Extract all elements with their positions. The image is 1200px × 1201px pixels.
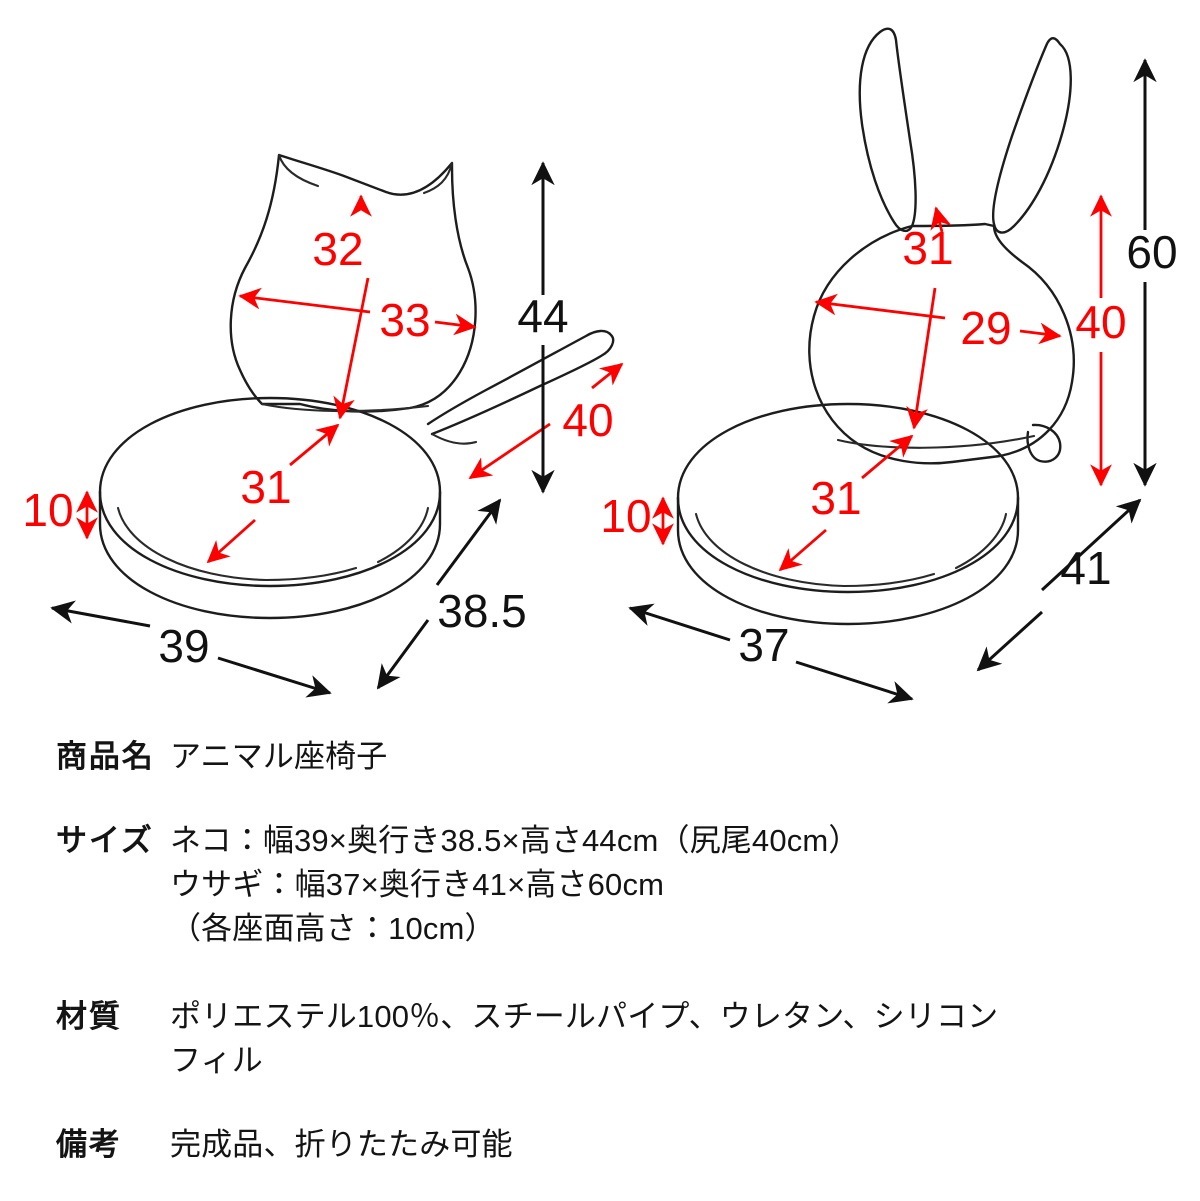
- spec-text-line: ネコ：幅39×奥行き38.5×高さ44cm（尻尾40cm）: [170, 823, 860, 859]
- rabbit-backrest-height-label: 31: [902, 222, 953, 274]
- rabbit-seat-thickness-label: 10: [600, 490, 651, 542]
- rabbit-backrest-width-arrow-left: [814, 293, 946, 320]
- rabbit-backrest-height-arrow-bottom: [906, 287, 937, 430]
- product-dimension-diagram: 32 33 31 10 40 44 39: [22, 27, 1178, 704]
- rabbit-width-label: 37: [738, 619, 789, 671]
- cat-tail-length-label: 40: [562, 394, 613, 446]
- spec-value-size: ネコ：幅39×奥行き38.5×高さ44cm（尻尾40cm） ウサギ：幅37×奥行…: [170, 819, 1200, 951]
- rabbit-depth-arrow-down: [976, 610, 1044, 672]
- product-spec-table: 商品名 アニマル座椅子 サイズ ネコ：幅39×奥行き38.5×高さ44cm（尻尾…: [0, 735, 1200, 1201]
- spec-text-line: ポリエステル100％、スチールパイプ、ウレタン、シリコン: [170, 999, 999, 1035]
- rabbit-backrest-height-arrow-top: [930, 206, 952, 233]
- spec-value-product-name: アニマル座椅子: [170, 735, 1200, 779]
- rabbit-total-height-label: 60: [1126, 226, 1177, 278]
- spec-text-line: ウサギ：幅37×奥行き41×高さ60cm: [170, 867, 665, 903]
- cat-depth-label: 38.5: [437, 585, 527, 637]
- spec-text-line: アニマル座椅子: [170, 739, 388, 774]
- rabbit-seat-depth-label: 31: [810, 472, 861, 524]
- cat-seat-depth-arrow-down: [206, 518, 256, 564]
- spec-value-material: ポリエステル100％、スチールパイプ、ウレタン、シリコン フィル: [170, 995, 1200, 1083]
- cat-seat-thickness-label: 10: [22, 484, 73, 536]
- cat-backrest-width-arrow-right: [434, 313, 477, 336]
- rabbit-seat-depth-arrow-down: [778, 528, 827, 572]
- cat-depth-arrow-up: [435, 498, 502, 586]
- spec-label-product-name: 商品名: [56, 739, 155, 774]
- rabbit-width-arrow-right: [795, 660, 914, 704]
- spec-label-remarks: 備考: [56, 1127, 122, 1163]
- rabbit-back-height-label: 40: [1075, 296, 1126, 348]
- cat-backrest-width-label: 33: [379, 294, 430, 346]
- rabbit-width-arrow-left: [628, 603, 731, 642]
- spec-value-remarks: 完成品、折りたたみ可能: [170, 1123, 1200, 1167]
- rabbit-depth-arrow-up: [1040, 498, 1142, 592]
- cat-backrest-width-arrow-left: [238, 287, 371, 314]
- spec-label-material: 材質: [56, 999, 122, 1035]
- spec-row-remarks: 備考 完成品、折りたたみ可能: [0, 1123, 1200, 1167]
- cat-width-arrow-left: [50, 600, 151, 628]
- spec-row-material: 材質 ポリエステル100％、スチールパイプ、ウレタン、シリコン フィル: [0, 995, 1200, 1083]
- cat-total-height-label: 44: [517, 290, 568, 342]
- dimension-illustration-svg: 32 33 31 10 40 44 39: [22, 27, 1178, 704]
- cat-width-arrow-right: [217, 656, 332, 698]
- cat-tail-length-arrow-down: [468, 422, 551, 480]
- spec-row-size: サイズ ネコ：幅39×奥行き38.5×高さ44cm（尻尾40cm） ウサギ：幅3…: [0, 819, 1200, 951]
- cat-chair-drawing: 32 33 31 10 40 44 39: [22, 153, 624, 698]
- cat-backrest-height-arrow-bottom: [333, 277, 370, 420]
- cat-backrest-height-label: 32: [312, 223, 363, 275]
- cat-tail-length-arrow-up: [591, 362, 624, 390]
- rabbit-depth-label: 41: [1060, 542, 1111, 594]
- spec-text-line: フィル: [170, 1043, 263, 1079]
- spec-text-line: 完成品、折りたたみ可能: [170, 1127, 513, 1163]
- cat-seat-depth-arrow-up: [289, 423, 340, 467]
- rabbit-seat-depth-arrow-up: [861, 434, 914, 480]
- spec-row-product-name: 商品名 アニマル座椅子: [0, 735, 1200, 779]
- rabbit-backrest-width-arrow-right: [1019, 322, 1062, 345]
- cat-depth-arrow-down: [376, 619, 430, 690]
- rabbit-chair-drawing: 31 29 31 10 40 60 37: [600, 27, 1178, 704]
- spec-text-line: （各座面高さ：10cm）: [170, 911, 496, 947]
- cat-width-label: 39: [158, 620, 209, 672]
- spec-label-size: サイズ: [56, 823, 154, 859]
- cat-seat-depth-label: 31: [240, 461, 291, 513]
- rabbit-backrest-width-label: 29: [960, 302, 1011, 354]
